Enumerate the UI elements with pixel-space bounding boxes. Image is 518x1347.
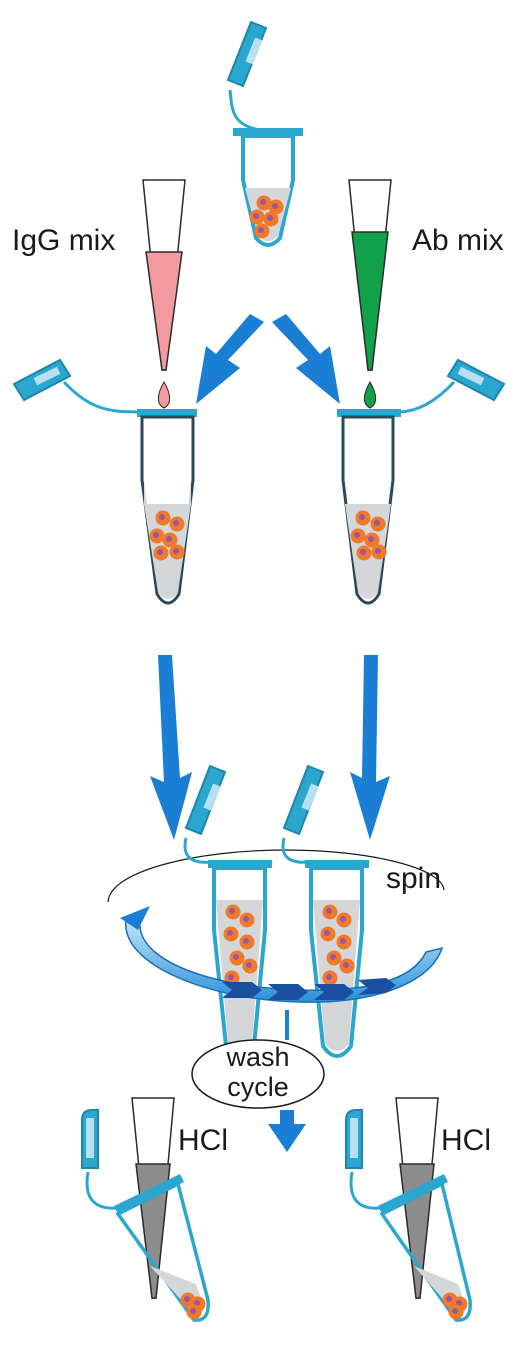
ab-tube bbox=[337, 360, 504, 603]
spin-tube-right-lid bbox=[283, 766, 323, 862]
spin-tube-right bbox=[283, 766, 369, 1056]
arrow-to-ab-tube bbox=[272, 314, 340, 404]
igg-mix-label: IgG mix bbox=[12, 224, 115, 257]
elution-tube-left-lid bbox=[82, 1110, 118, 1208]
rotor-ring-front bbox=[120, 906, 442, 1002]
hcl-label-left: HCl bbox=[178, 1124, 228, 1157]
top-tube-lid bbox=[228, 22, 266, 130]
igg-droplet bbox=[158, 382, 169, 408]
igg-pipette bbox=[143, 180, 185, 408]
elution-tube-left-beads bbox=[181, 1293, 206, 1320]
igg-tube-lid bbox=[14, 360, 140, 412]
ab-mix-label: Ab mix bbox=[412, 224, 504, 257]
down-arrows bbox=[150, 655, 390, 840]
spin-tube-left bbox=[185, 766, 272, 1056]
hcl-label-right: HCl bbox=[441, 1124, 491, 1157]
rotor-arrowhead bbox=[120, 906, 150, 930]
split-arrows bbox=[196, 314, 340, 404]
spin-label: spin bbox=[386, 862, 441, 895]
ab-tube-lid bbox=[398, 360, 504, 412]
arrow-to-igg-tube bbox=[196, 314, 264, 404]
spin-tube-left-lid bbox=[185, 766, 225, 862]
arrow-down-left bbox=[150, 655, 192, 840]
wash-arrow-down bbox=[268, 1110, 306, 1152]
ab-droplet bbox=[364, 382, 375, 408]
ab-pipette bbox=[349, 180, 391, 408]
top-tube bbox=[228, 22, 303, 245]
wash-label-line2: cycle bbox=[227, 1072, 289, 1102]
wash-label-line1: wash bbox=[225, 1042, 289, 1072]
elution-tube-right-lid bbox=[346, 1110, 380, 1208]
elution-tube-right-beads bbox=[443, 1293, 468, 1320]
arrow-down-right bbox=[350, 655, 390, 840]
